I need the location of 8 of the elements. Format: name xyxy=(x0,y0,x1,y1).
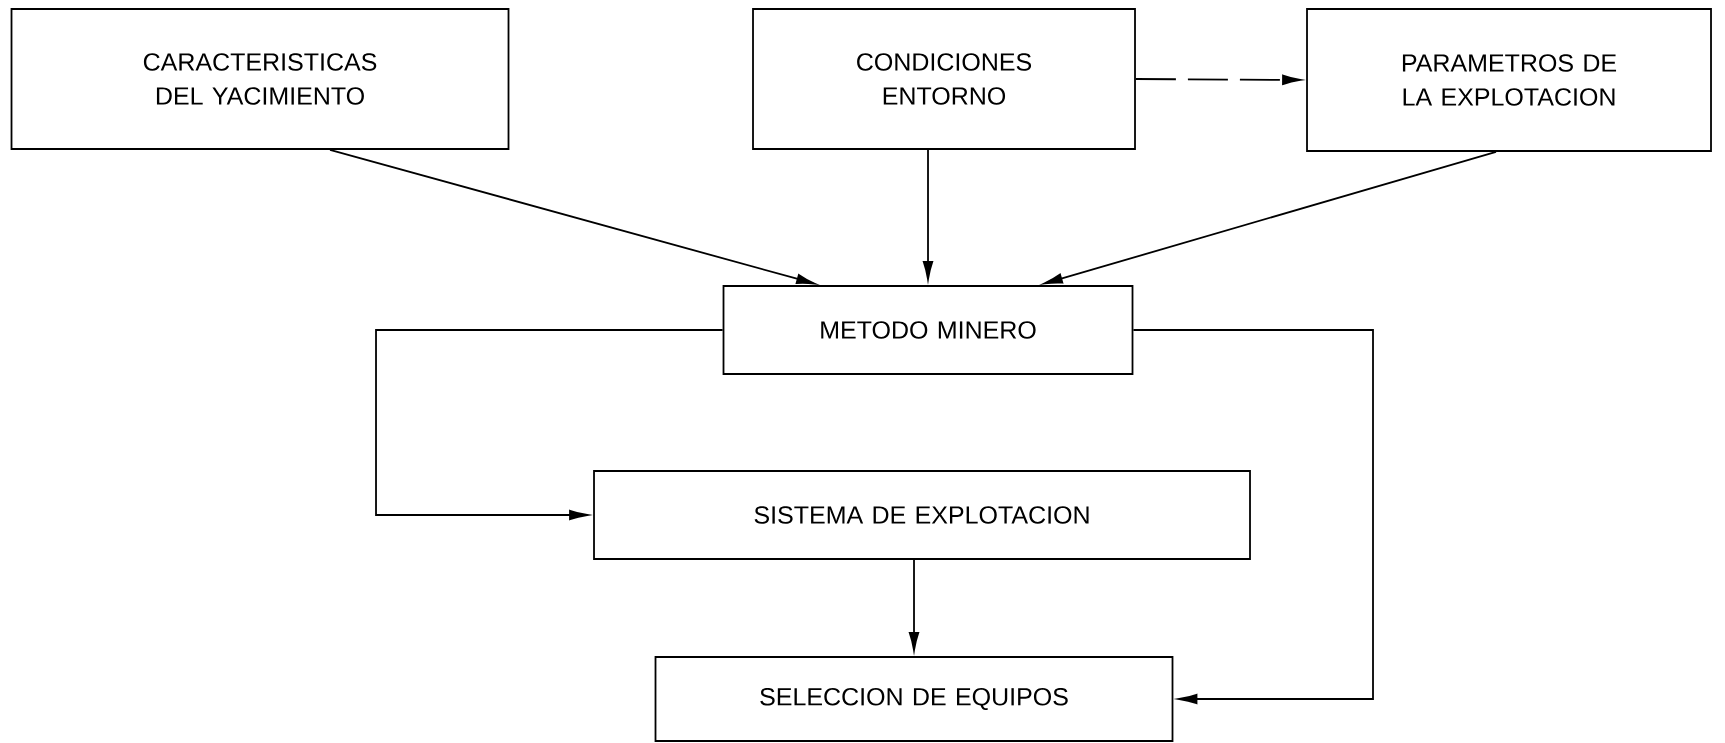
process-box: SELECCION DE EQUIPOS xyxy=(654,656,1174,742)
process-box: METODO MINERO xyxy=(722,285,1134,375)
process-box: SISTEMA DE EXPLOTACION xyxy=(593,470,1251,560)
arrow xyxy=(375,329,724,521)
process-box: CONDICIONES ENTORNO xyxy=(752,8,1136,150)
process-box: CARACTERISTICAS DEL YACIMIENTO xyxy=(10,8,510,150)
process-box: PARAMETROS DE LA EXPLOTACION xyxy=(1306,8,1712,152)
arrow xyxy=(1132,329,1374,705)
